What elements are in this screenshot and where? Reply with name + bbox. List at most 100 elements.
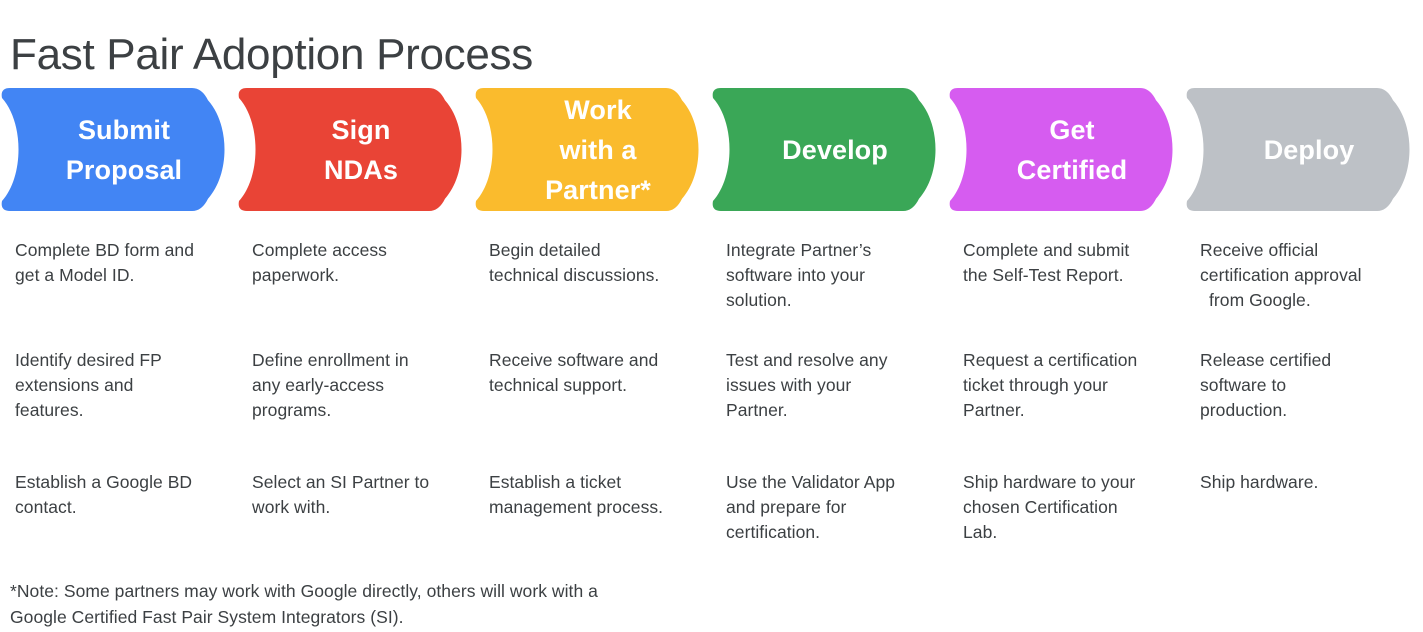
stage-detail-line: Release certified [1200,350,1332,370]
stage-detail-line: work with. [252,497,331,517]
stage-detail-line: Integrate Partner’s [726,240,872,260]
stage-detail-line: software to [1200,375,1287,395]
stage-detail-text: Release certified software to production. [1200,348,1422,423]
stage-label-line: Submit [77,114,171,145]
footnote: *Note: Some partners may work with Googl… [10,578,730,630]
stage-detail-item: Establish a ticket management process. [489,470,711,520]
stage-detail-text: Ship hardware to your chosen Certificatio… [963,470,1185,545]
stage-detail-line: Test and resolve any [726,350,888,370]
stage-detail-line: Select an SI Partner to [252,472,430,492]
stage-detail-line: issues with your [726,375,852,395]
chevron-shape-icon [475,88,699,211]
stage-detail-line: from Google. [1209,290,1311,310]
stage-detail-line: Ship hardware to your [963,472,1136,492]
stage-detail-line: Define enrollment in [252,350,409,370]
stage-detail-line: chosen Certification [963,497,1118,517]
stage-label-line: Develop [782,134,888,165]
stage-detail-line: paperwork. [252,265,340,285]
stage-detail-line: Complete access [252,240,387,260]
stage-detail-line: Request a certification [963,350,1138,370]
stage-detail-line: solution. [726,290,792,310]
stage-detail-line: Receive official [1200,240,1319,260]
stage-detail-line: Lab. [963,522,998,542]
stage-detail-line: contact. [15,497,77,517]
stage-detail-line: Receive software and [489,350,659,370]
process-stage-6[interactable]: Deploy [1185,88,1413,211]
stage-detail-text: Establish a Google BD contact. [15,470,237,520]
stage-detail-item: Begin detailed technical discussions. [489,238,711,288]
stage-detail-text: Complete and submit the Self-Test Report. [963,238,1185,288]
process-stage-4[interactable]: Develop [711,88,939,211]
stage-detail-line: features. [15,400,84,420]
stage-label-line: Get [1049,114,1095,145]
stage-detail-line: Begin detailed [489,240,601,260]
chevron-shape-icon [712,88,936,211]
process-stage-label: Develop [711,130,939,170]
stage-detail-item: Use the Validator App and prepare for cert… [726,470,948,545]
stage-detail-text: Identify desired FP extensions and feature… [15,348,237,423]
stage-label-line: Sign [331,114,391,145]
stage-detail-text: Use the Validator App and prepare for cert… [726,470,948,545]
stage-detail-line: and prepare for [726,497,847,517]
stage-detail-text: Select an SI Partner to work with. [252,470,474,520]
stage-detail-line: Partner. [963,400,1025,420]
stage-detail-line: Complete and submit [963,240,1130,260]
stage-detail-line: Establish a Google BD [15,472,193,492]
chevron-shape-icon [238,88,462,211]
footnote-line: *Note: Some partners may work with Googl… [10,581,598,601]
stage-detail-item: Ship hardware to your chosen Certificatio… [963,470,1185,545]
stage-detail-line: programs. [252,400,332,420]
chevron-shape-icon [949,88,1173,211]
stage-detail-item: Establish a Google BD contact. [15,470,237,520]
page-title: Fast Pair Adoption Process [10,30,533,80]
stage-detail-item: Receive software and technical support. [489,348,711,398]
footnote-line: Google Certified Fast Pair System Integr… [10,607,404,627]
stage-detail-line: Use the Validator App [726,472,896,492]
stage-detail-item: Request a certification ticket through yo… [963,348,1185,423]
stage-label-line: Certified [1016,154,1128,185]
stage-detail-line: technical discussions. [489,265,660,285]
stage-detail-line: Partner. [726,400,788,420]
stage-label-line: Deploy [1263,134,1355,165]
process-stage-label: Deploy [1185,130,1413,170]
stage-detail-item: Release certified software to production. [1200,348,1422,423]
stage-detail-text: Complete access paperwork. [252,238,474,288]
stage-detail-line: ticket through your [963,375,1108,395]
stage-detail-line: production. [1200,400,1288,420]
stage-label-line: Partner* [545,174,651,205]
stage-label-line: Proposal [65,154,183,185]
stage-label-line: with a [559,134,637,165]
stage-detail-item: Complete and submit the Self-Test Report. [963,238,1185,288]
stage-detail-line: extensions and [15,375,134,395]
stage-detail-text: Receive software and technical support. [489,348,711,398]
stage-detail-line: management process. [489,497,664,517]
chevron-shape-icon [1,88,225,211]
stage-detail-line: the Self-Test Report. [963,265,1124,285]
stage-detail-line: Establish a ticket [489,472,622,492]
stage-detail-line: Identify desired FP [15,350,162,370]
stage-detail-item: Select an SI Partner to work with. [252,470,474,520]
stage-detail-line: technical support. [489,375,628,395]
stage-detail-text: Ship hardware. [1200,470,1422,495]
stage-detail-item: Complete access paperwork. [252,238,474,288]
stage-label-line: NDAs [324,154,398,185]
stage-detail-text: Request a certification ticket through yo… [963,348,1185,423]
stage-detail-line: certification. [726,522,821,542]
